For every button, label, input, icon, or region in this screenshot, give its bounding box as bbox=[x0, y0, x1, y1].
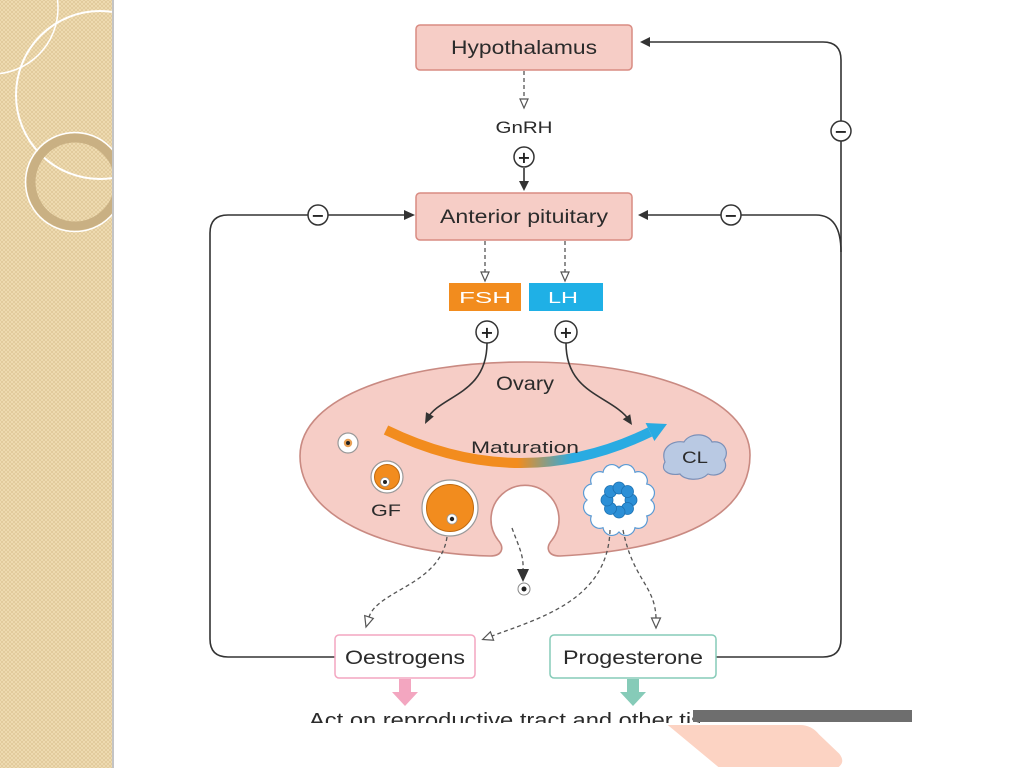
decor-arc-corner bbox=[0, 0, 59, 75]
open-arrowhead-lh bbox=[560, 271, 570, 283]
luteal-to-oestrogens-dashed bbox=[491, 529, 611, 637]
corpus-luteum-shape bbox=[662, 434, 727, 480]
ovary-label: Ovary bbox=[496, 374, 555, 395]
progesterone-label: Progesterone bbox=[563, 648, 703, 669]
open-arrowhead-gnrh bbox=[519, 98, 529, 110]
fsh-stimulate-circle bbox=[475, 320, 499, 344]
lh-stimulate-sign: + bbox=[559, 323, 572, 342]
oestrogen-feedback-line bbox=[209, 214, 404, 658]
gnrh-label: GnRH bbox=[496, 118, 553, 137]
luteal-to-progesterone-dashed bbox=[622, 529, 657, 619]
open-arrowhead-oestrogens-b bbox=[481, 630, 495, 641]
fsh-to-ovary-line bbox=[426, 342, 488, 420]
arrowhead-lh-to-ovary bbox=[622, 414, 632, 425]
fsh-box bbox=[449, 283, 521, 311]
luteal-cluster-center bbox=[614, 495, 624, 505]
progesterone-action-arrow bbox=[620, 679, 646, 706]
lh-box bbox=[529, 283, 603, 311]
side-strip-decoration bbox=[0, 0, 112, 233]
growing-follicle-small bbox=[370, 460, 404, 494]
primordial-follicle-oocyte bbox=[346, 441, 350, 445]
arrowhead-to-pituitary-left bbox=[404, 210, 415, 220]
progesterone-feedback-line bbox=[650, 41, 842, 658]
fsh-label: FSH bbox=[459, 290, 511, 307]
decor-ring-tan bbox=[26, 133, 112, 231]
oestrogens-box bbox=[334, 634, 476, 679]
left-inhibit-circle bbox=[307, 204, 329, 226]
top-inhibit-circle bbox=[830, 120, 852, 142]
gf-label: GF bbox=[371, 501, 401, 520]
gnrh-stimulate-sign: + bbox=[517, 148, 530, 167]
lh-stimulate-circle bbox=[554, 320, 578, 344]
hypothalamus-box bbox=[415, 24, 633, 71]
right-inhibit-sign: − bbox=[724, 206, 737, 225]
arrowhead-fsh-to-ovary bbox=[425, 412, 434, 424]
lh-label: LH bbox=[548, 290, 578, 307]
gnrh-stimulate-circle bbox=[513, 146, 535, 168]
growing-follicle-large-body bbox=[426, 484, 474, 532]
progesterone-box bbox=[549, 634, 717, 679]
decor-peach-shape bbox=[662, 723, 845, 768]
progesterone-to-pituitary-line bbox=[648, 214, 842, 253]
anterior-pituitary-label: Anterior pituitary bbox=[440, 207, 609, 228]
top-inhibit-sign: − bbox=[834, 122, 847, 141]
maturation-arrow-body bbox=[383, 425, 653, 468]
primordial-follicle bbox=[337, 432, 359, 454]
luteal-cell-cluster bbox=[600, 481, 638, 519]
oestrogens-action-arrow bbox=[392, 679, 418, 706]
ovulation-arrowhead bbox=[517, 569, 529, 582]
hypothalamus-label: Hypothalamus bbox=[451, 38, 597, 59]
arrowhead-gnrh-to-pituitary bbox=[519, 181, 529, 191]
growing-follicle-large-nucleus bbox=[449, 516, 455, 522]
right-inhibit-circle bbox=[720, 204, 742, 226]
arrowhead-to-pituitary-right bbox=[638, 210, 648, 220]
side-strip-background bbox=[0, 0, 112, 768]
open-arrowhead-progesterone bbox=[650, 617, 662, 630]
follicle-to-oestrogens-dashed bbox=[368, 536, 448, 618]
open-arrowhead-oestrogens-a bbox=[363, 614, 375, 629]
gray-overlay-bar bbox=[693, 710, 912, 722]
maturation-label: Maturation bbox=[471, 438, 579, 457]
arrowhead-to-hypothalamus bbox=[640, 37, 650, 47]
growing-follicle-large bbox=[421, 479, 479, 537]
released-ovum-nucleus bbox=[521, 586, 527, 592]
decor-ring-outline bbox=[24, 131, 112, 233]
luteal-cell bbox=[621, 485, 634, 498]
open-arrowhead-fsh bbox=[480, 271, 490, 283]
oestrogens-label: Oestrogens bbox=[345, 648, 465, 669]
fsh-stimulate-sign: + bbox=[480, 323, 493, 342]
left-inhibit-sign: − bbox=[311, 206, 324, 225]
growing-follicle-small-nucleus bbox=[383, 480, 387, 484]
ovulation-dashed bbox=[511, 527, 524, 571]
anterior-pituitary-box bbox=[415, 192, 633, 241]
footer-caption: Act on reproductive tract and other tis bbox=[309, 710, 703, 732]
maturation-arrowhead bbox=[645, 423, 667, 441]
footer-caption-clip: Act on reproductive tract and other tis bbox=[309, 710, 703, 732]
decor-ring-large bbox=[15, 10, 112, 180]
cl-label: CL bbox=[682, 448, 708, 467]
lh-to-ovary-line bbox=[565, 342, 631, 422]
